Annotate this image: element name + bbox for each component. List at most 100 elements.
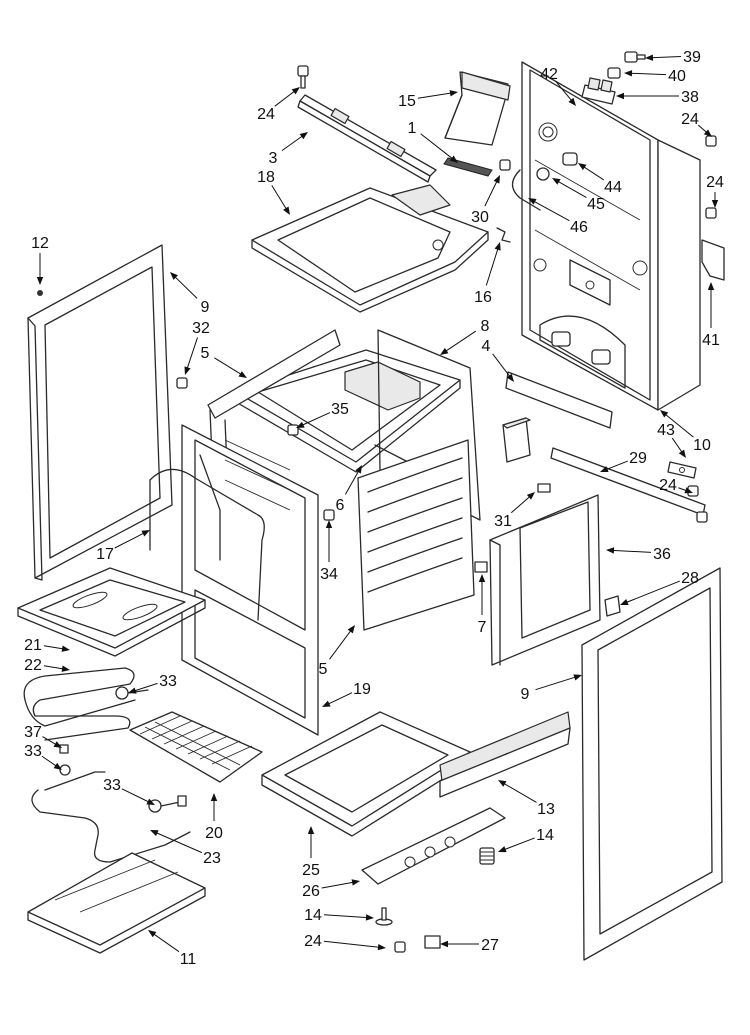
part-screw-top [297,65,309,89]
arrow-head [170,272,178,280]
leader-line [671,437,684,454]
callout-number: 43 [657,422,675,439]
part-rail-bracket-4 [505,371,613,429]
arrow-head [684,487,693,494]
part-vent-duct [444,71,511,146]
leader-line [629,72,667,76]
leader-line [417,92,453,99]
part-foot-28 [604,595,621,617]
callout-c1: 1 [408,120,458,163]
callout-c46: 46 [528,198,588,236]
callout-number: 4 [482,338,491,355]
part-screw-39 [624,51,646,63]
leader-line [323,940,381,948]
callout-c15: 15 [398,90,458,110]
part-left-side-panel [27,244,173,581]
callout-number: 33 [24,743,42,760]
leader-line [510,495,531,514]
arrow-head [53,741,62,748]
leader-line [533,200,570,222]
callout-c8: 8 [440,318,490,355]
part-screw-32 [176,377,188,389]
callout-number: 39 [683,49,701,66]
arrow-head [150,830,159,837]
callout-c28: 28 [620,570,699,605]
part-grommet-43 [667,461,697,479]
part-screw-33a [115,686,149,700]
arrow-head [291,87,300,95]
leader-line [42,736,58,746]
callout-number: 21 [24,637,42,654]
callout-number: 20 [205,825,223,842]
leader-line [697,124,708,134]
arrow-head [141,530,150,537]
arrow-head [600,466,609,473]
callout-c5b: 5 [319,625,355,678]
leader-line [611,549,652,553]
part-top-channel [297,94,437,183]
arrow-head [578,163,587,171]
arrow-head [61,665,70,672]
part-insulation-block [502,417,531,463]
arrow-head [478,574,486,582]
part-clip-31 [537,483,551,493]
leader-line [41,755,58,768]
callout-number: 24 [659,477,677,494]
callout-c9b: 9 [521,674,582,703]
leader-line [664,413,694,438]
part-clip-7 [474,561,488,573]
arrow-head [61,645,70,652]
leader-line [556,180,587,199]
callout-number: 35 [331,401,349,418]
part-broil-tray [17,567,206,657]
arrow-head [347,625,355,634]
callout-number: 5 [319,661,328,678]
arrow-head [498,780,507,787]
callout-c24e: 24 [304,933,386,951]
callout-number: 29 [629,450,647,467]
callout-number: 33 [103,777,121,794]
callout-c43: 43 [657,422,686,458]
callout-c3: 3 [269,132,308,167]
leader-line [271,185,288,211]
leader-line [186,337,198,370]
callout-number: 19 [353,681,371,698]
callout-number: 13 [537,801,555,818]
arrow-head [148,930,157,938]
leader-line [152,933,180,953]
leader-line [420,133,454,160]
arrow-head [660,410,669,418]
arrow-head [616,92,624,100]
arrow-head [440,940,448,948]
callout-c5a: 5 [201,345,247,378]
leader-line [484,180,498,207]
part-bottom-tray [261,711,471,837]
arrow-head [678,449,686,458]
callout-c36: 36 [606,546,671,563]
part-terminal-block [511,152,578,211]
callout-c18: 18 [257,169,290,215]
arrow-head [322,700,331,707]
arrow-head [53,762,62,770]
arrow-head [238,371,247,378]
arrow-head [299,132,308,140]
callout-c31: 31 [494,492,535,530]
arrow-head [365,914,374,921]
leader-line [155,831,203,854]
callout-c41: 41 [702,282,720,349]
part-nut-40 [607,67,621,79]
callout-c33c: 33 [103,777,155,805]
callout-c30: 30 [471,175,500,226]
callout-number: 46 [570,219,588,236]
callout-number: 41 [702,332,720,349]
leader-line [582,165,605,181]
arrow-head [128,687,137,694]
leader-line [605,460,628,471]
callout-c13: 13 [498,780,555,818]
arrow-head [568,97,576,106]
part-screw-34 [323,509,335,521]
part-clip-16 [496,227,511,243]
leader-line [173,275,198,299]
part-shield-grill [129,711,263,783]
